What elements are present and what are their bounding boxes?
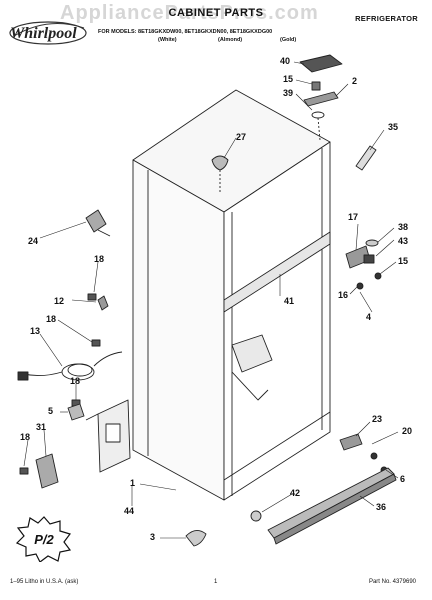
footer-print-info: 1–95 Litho in U.S.A. (ask) bbox=[10, 579, 79, 585]
callout-15: 15 bbox=[283, 74, 294, 84]
callout-16: 16 bbox=[338, 290, 349, 300]
callout-31: 31 bbox=[36, 422, 47, 432]
callout-15b: 15 bbox=[398, 256, 409, 266]
callout-39: 39 bbox=[283, 88, 294, 98]
color-gold: (Gold) bbox=[280, 37, 297, 43]
callout-44: 44 bbox=[124, 506, 135, 516]
p2-badge-text: P/2 bbox=[34, 532, 54, 547]
hinge-cover bbox=[355, 145, 377, 171]
callout-23: 23 bbox=[372, 414, 383, 424]
callout-35: 35 bbox=[388, 122, 399, 132]
top-hinge-assembly bbox=[299, 54, 343, 141]
callout-5: 5 bbox=[48, 406, 54, 416]
footer-page-number: 1 bbox=[214, 579, 218, 585]
callout-40: 40 bbox=[280, 56, 291, 66]
leader-lines bbox=[23, 61, 399, 539]
bracket-5 bbox=[67, 403, 85, 421]
bottom-hinge bbox=[339, 433, 388, 474]
model-list: FOR MODELS: 8ET18GKXDW00, 8ET18GKXDN00, … bbox=[98, 29, 273, 35]
page-title: CABINET PARTS bbox=[168, 7, 264, 19]
whirlpool-logo-swirl bbox=[9, 21, 87, 45]
leg-31 bbox=[35, 453, 59, 489]
callout-12: 12 bbox=[54, 296, 65, 306]
callout-42: 42 bbox=[290, 488, 301, 498]
p2-badge-icon: P/2 bbox=[16, 516, 72, 562]
callout-18d: 18 bbox=[20, 432, 31, 442]
footer-part-number: Part No. 4379690 bbox=[368, 579, 416, 585]
callout-27: 27 bbox=[236, 132, 247, 142]
watermark: AppliancePartsPros.com bbox=[60, 2, 319, 24]
callout-36: 36 bbox=[376, 502, 387, 512]
kickplate-36 bbox=[267, 467, 397, 545]
appliance-category: REFRIGERATOR bbox=[355, 14, 418, 23]
callout-1: 1 bbox=[130, 478, 136, 488]
callout-43: 43 bbox=[398, 236, 409, 246]
callout-24: 24 bbox=[28, 236, 39, 246]
color-white: (White) bbox=[158, 37, 177, 43]
callout-38: 38 bbox=[398, 222, 409, 232]
door-stop-24 bbox=[85, 209, 111, 237]
screw-42 bbox=[250, 510, 262, 522]
callout-18c: 18 bbox=[70, 376, 81, 386]
callout-4: 4 bbox=[366, 312, 372, 322]
callout-2: 2 bbox=[352, 76, 358, 86]
center-hinge-assembly bbox=[345, 239, 382, 290]
access-panel bbox=[85, 399, 131, 473]
inner-compartment bbox=[231, 334, 273, 401]
power-cord-13 bbox=[17, 351, 123, 381]
cam-part bbox=[211, 155, 229, 192]
callout-13: 13 bbox=[30, 326, 41, 336]
callout-18: 18 bbox=[94, 254, 105, 264]
callout-3: 3 bbox=[150, 532, 156, 542]
callout-41: 41 bbox=[284, 296, 295, 306]
callout-20: 20 bbox=[402, 426, 413, 436]
divider-bar bbox=[223, 231, 331, 313]
brand-logo: Whirlpool bbox=[10, 25, 77, 42]
callout-18b: 18 bbox=[46, 314, 57, 324]
cabinet-shell bbox=[132, 89, 331, 501]
callout-17: 17 bbox=[348, 212, 359, 222]
color-almond: (Almond) bbox=[218, 37, 243, 43]
roller-3 bbox=[185, 530, 207, 547]
callout-6: 6 bbox=[400, 474, 406, 484]
clip-12 bbox=[97, 295, 109, 311]
